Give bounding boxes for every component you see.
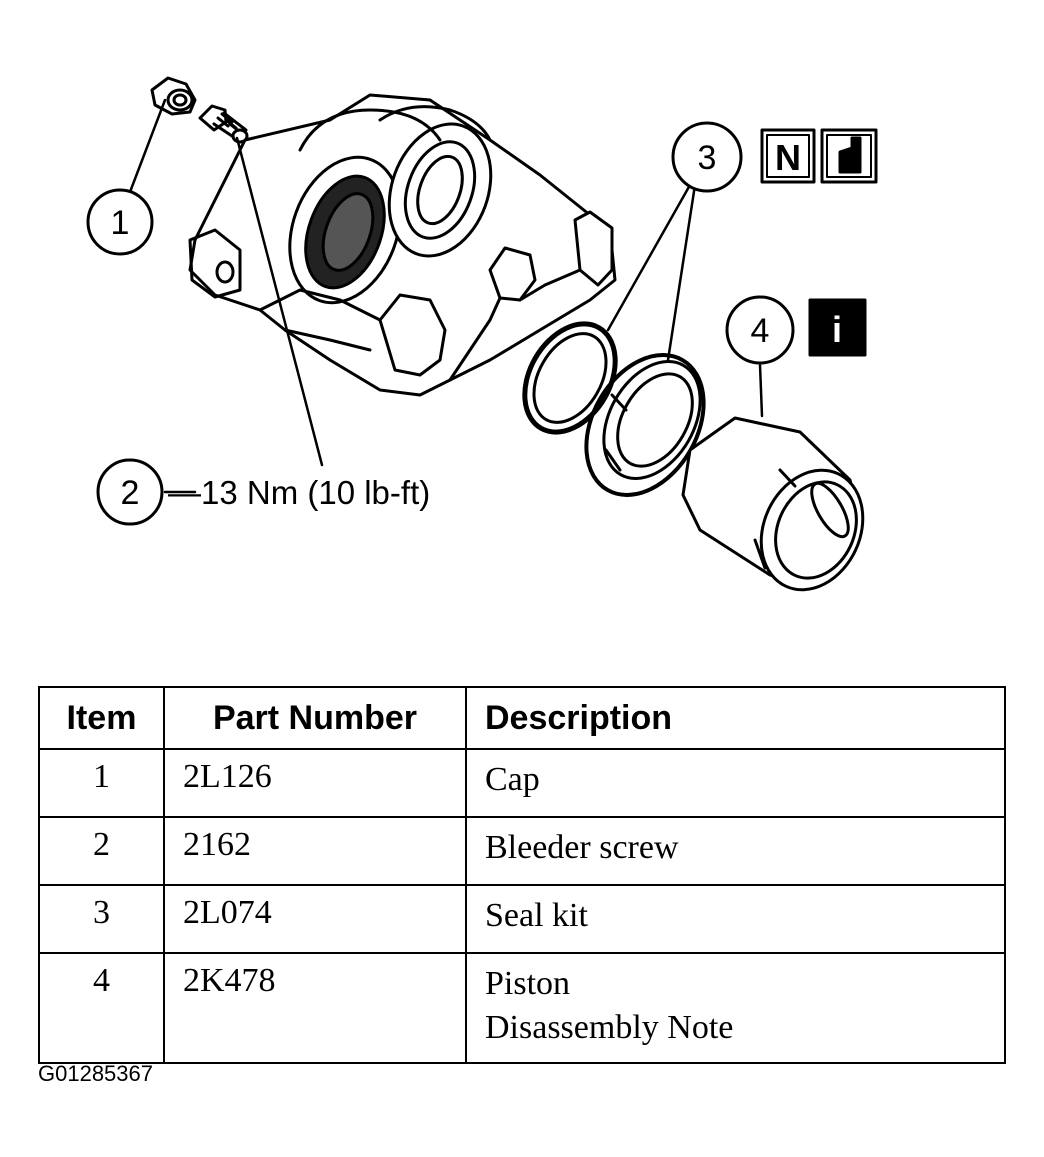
seal-ring-part: [522, 321, 618, 435]
table-header-row: Item Part Number Description: [38, 686, 1006, 750]
table-row: 2 2162 Bleeder screw: [38, 816, 1006, 886]
callout-circle-1: [86, 188, 154, 256]
info-badge-icon: [808, 298, 867, 357]
leader-lines: [128, 98, 764, 494]
piston-part: [681, 416, 865, 592]
bleeder-cap-part: [150, 76, 197, 116]
disassembly-note-link[interactable]: Disassembly Note: [485, 1009, 734, 1046]
cell-part-number: 2162: [163, 816, 467, 886]
callout-label-2: 2: [121, 474, 140, 512]
cell-item: 2: [38, 816, 165, 886]
callout-label-4: 4: [751, 312, 770, 350]
info-badge-label: i: [832, 309, 842, 350]
callout-circle-3: [671, 121, 743, 193]
cell-part-number: 2K478: [163, 952, 467, 1064]
cell-part-number: 2L126: [163, 748, 467, 818]
parts-table: Item Part Number Description 1 2L126 Cap…: [38, 686, 1006, 1064]
callout-label-3: 3: [698, 139, 717, 177]
cell-item: 3: [38, 884, 165, 954]
callout-label-1: 1: [111, 204, 130, 242]
description-line: Piston: [485, 965, 571, 1002]
header-description: Description: [465, 686, 1006, 750]
new-part-badge-label: N: [775, 137, 801, 178]
cell-description: Bleeder screw: [465, 816, 1006, 886]
cell-description: Piston Disassembly Note: [465, 952, 1006, 1064]
torque-spec-label: —13 Nm (10 lb-ft): [168, 474, 430, 511]
caliper-bore-right: [387, 122, 493, 258]
cell-part-number: 2L074: [163, 884, 467, 954]
cell-description: Cap: [465, 748, 1006, 818]
new-part-badge: [760, 128, 816, 184]
table-row: 4 2K478 Piston Disassembly Note: [38, 952, 1006, 1064]
table-row: 3 2L074 Seal kit: [38, 884, 1006, 954]
cell-item: 4: [38, 952, 165, 1064]
brake-caliper-exploded-diagram: 1 2 3 4 —13 Nm (10 lb-ft) N i: [86, 76, 878, 592]
callout-circle-2: [96, 458, 164, 526]
tool-badge-icon: [820, 128, 878, 184]
cell-item: 1: [38, 748, 165, 818]
table-row: 1 2L126 Cap: [38, 748, 1006, 818]
caliper-housing: [188, 93, 617, 397]
header-part-number: Part Number: [163, 686, 467, 750]
cell-description: Seal kit: [465, 884, 1006, 954]
figure-id: G01285367: [38, 1061, 153, 1086]
callout-circle-4: [725, 295, 795, 365]
bleeder-screw-part: [198, 104, 249, 144]
header-item: Item: [38, 686, 165, 750]
